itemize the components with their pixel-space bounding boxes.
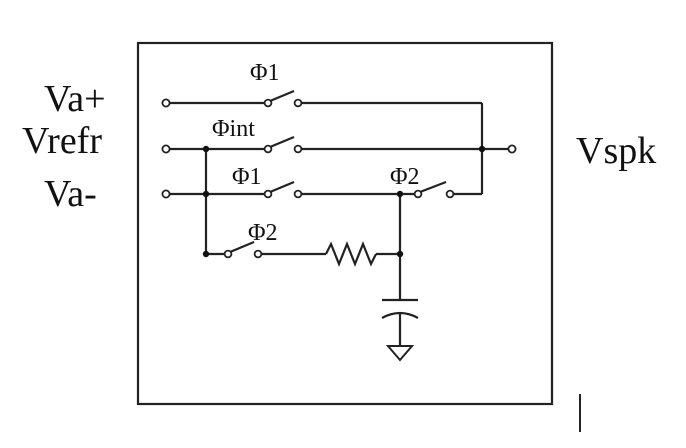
switch-label-phi2-right: Φ2	[390, 164, 420, 190]
resistor	[325, 241, 377, 267]
switch-label-phi1-top: Φ1	[250, 60, 280, 86]
left-bus	[204, 149, 326, 256]
ground-icon	[385, 345, 415, 362]
label-va-plus: Va+	[44, 78, 106, 120]
enclosure-box	[136, 41, 554, 406]
capacitor-branch	[381, 194, 419, 346]
switch-phi2-bottom-blade	[229, 240, 255, 254]
junction-node	[202, 145, 210, 153]
switch-phi1-mid-blade	[269, 180, 295, 194]
switch-phi2-right-blade	[419, 180, 447, 194]
row-vrefr	[168, 135, 508, 151]
label-va-minus: Va-	[44, 173, 97, 215]
row-va-plus	[168, 89, 484, 194]
switch-label-phi2-bottom: Φ2	[248, 220, 278, 246]
output-terminal-vspk	[507, 144, 517, 154]
junction-node	[396, 190, 404, 198]
input-terminal-va-plus	[161, 98, 171, 108]
switch-phi-int-blade	[269, 135, 295, 149]
junction-node	[202, 250, 210, 258]
label-vspk: Vspk	[576, 130, 656, 172]
junction-node	[478, 145, 486, 153]
terminals	[161, 98, 517, 259]
input-terminal-va-minus	[161, 189, 171, 199]
label-vrefr: Vrefr	[22, 120, 102, 162]
junction-node	[202, 190, 210, 198]
junction-node	[396, 250, 404, 258]
switch-label-phi-int: Φint	[212, 116, 255, 142]
switch-phi1-top-blade	[269, 89, 295, 103]
row-va-minus	[168, 180, 482, 196]
input-terminal-vrefr	[161, 144, 171, 154]
switch-label-phi1-mid: Φ1	[232, 164, 262, 190]
